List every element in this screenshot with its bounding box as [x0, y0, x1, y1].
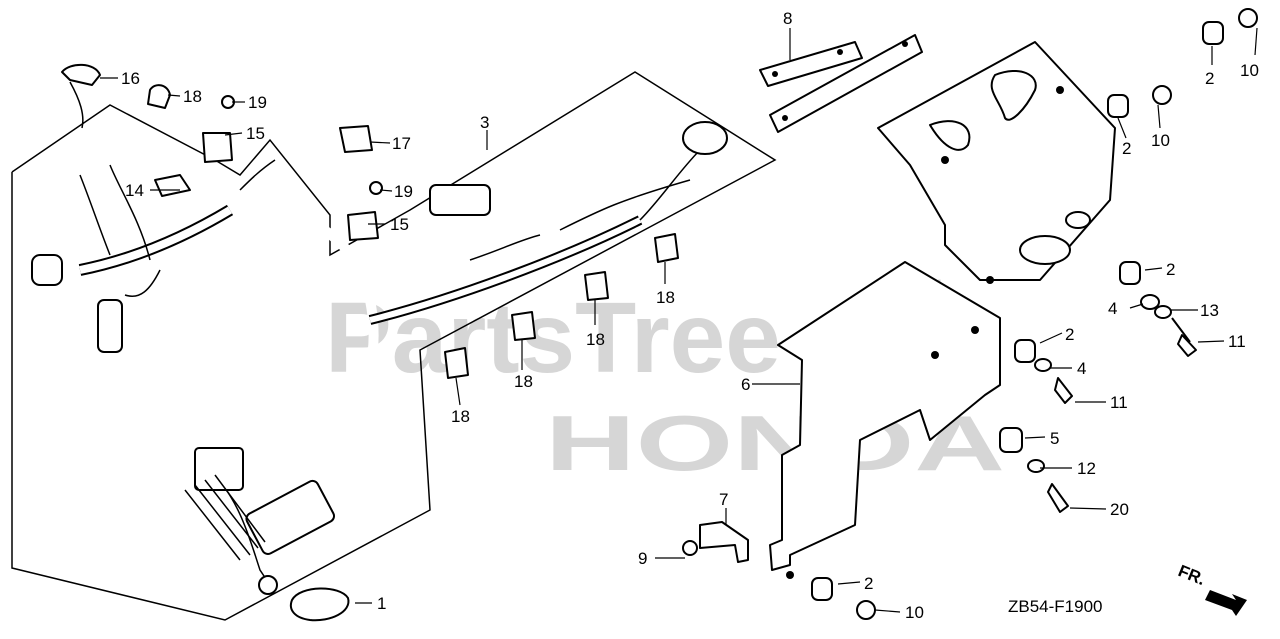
callout-4: 4: [1077, 359, 1086, 378]
callout-13: 13: [1200, 301, 1219, 320]
harness-connector: [429, 184, 491, 216]
callout-14: 14: [125, 181, 144, 200]
flange-bolt: [856, 600, 876, 620]
callout-17: 17: [392, 134, 411, 153]
callout-20: 20: [1110, 500, 1129, 519]
wire-sleeve: [245, 479, 336, 555]
clamp: [147, 84, 171, 109]
front-direction-arrow: [1205, 590, 1247, 616]
nut: [1027, 459, 1045, 473]
collar: [1034, 358, 1052, 372]
ring-terminal: [258, 575, 278, 595]
callout-15: 15: [246, 124, 265, 143]
cover-hole: [1065, 211, 1091, 229]
harness-clip: [339, 125, 373, 153]
bolt: [1054, 377, 1073, 404]
callout-4: 4: [1108, 299, 1117, 318]
callout-18: 18: [656, 288, 675, 307]
flange-bolt: [1152, 85, 1172, 105]
callout-6: 6: [741, 375, 750, 394]
support-bracket: [699, 521, 749, 563]
wire-clip: [511, 311, 536, 341]
bolt: [1047, 483, 1069, 513]
callout-15: 15: [390, 215, 409, 234]
harness-group-outline: [11, 71, 777, 621]
wire-clip: [584, 271, 609, 301]
callout-11: 11: [1110, 393, 1128, 412]
callout-11: 11: [1228, 332, 1246, 351]
callout-5: 5: [1050, 429, 1059, 448]
rubber-grommet: [1014, 339, 1036, 363]
callout-2: 2: [1122, 139, 1131, 158]
callout-2: 2: [1065, 325, 1074, 344]
wire-clip: [654, 233, 679, 263]
callout-18: 18: [514, 372, 533, 391]
flange-bolt: [1238, 8, 1258, 28]
callout-2: 2: [1205, 69, 1214, 88]
callout-10: 10: [905, 603, 924, 622]
callout-18: 18: [586, 330, 605, 349]
rubber-grommet: [1119, 261, 1141, 285]
front-direction-label: FR.: [1176, 561, 1209, 589]
leader-lines: [100, 27, 1258, 613]
callout-1: 1: [377, 594, 386, 613]
upper-cover: [877, 41, 1116, 281]
wire-harness: [31, 121, 728, 595]
lower-cover: [769, 261, 1001, 571]
callout-8: 8: [783, 9, 792, 28]
rubber-grommet: [1202, 21, 1224, 45]
callout-19: 19: [248, 93, 267, 112]
callout-18: 18: [183, 87, 202, 106]
wire-clip: [444, 347, 469, 379]
callout-12: 12: [1077, 459, 1096, 478]
cover-grip: [990, 70, 1037, 121]
collar: [1140, 294, 1160, 310]
callout-16: 16: [121, 69, 140, 88]
callout-2: 2: [864, 574, 873, 593]
rubber-boot: [682, 121, 728, 155]
bolt: [1171, 317, 1197, 357]
washer: [1154, 305, 1172, 319]
wire-clip: [347, 211, 379, 241]
callout-9: 9: [638, 549, 647, 568]
cable-holder: [154, 174, 191, 197]
callout-10: 10: [1240, 61, 1259, 80]
flange-bolt: [682, 540, 698, 556]
rubber-grommet: [811, 577, 833, 601]
callout-2: 2: [1166, 260, 1175, 279]
callout-3: 3: [480, 113, 489, 132]
partstree-watermark: PartsTree: [325, 282, 781, 394]
connector-cap: [31, 254, 63, 286]
callout-19: 19: [394, 182, 413, 201]
wire-band: [61, 63, 101, 86]
bracket-plate: [759, 34, 923, 133]
block-connector: [194, 447, 244, 491]
callout-10: 10: [1151, 131, 1170, 150]
rubber-grommet: [1107, 94, 1129, 118]
callout-18: 18: [451, 407, 470, 426]
rubber-grommet: [999, 427, 1023, 453]
wire-clip: [202, 132, 233, 163]
cover-hole: [1019, 235, 1071, 265]
grommet: [290, 587, 350, 622]
screw: [369, 181, 383, 195]
connector-plug: [97, 299, 123, 353]
cover-grip: [929, 120, 971, 151]
callout-labels: 1 2 2 2 2 2 3 4 4 5 6 7 8 9 10 10 10 11 …: [121, 9, 1259, 622]
callout-7: 7: [719, 490, 728, 509]
hardware-set: [682, 8, 1258, 620]
diagram-code: ZB54-F1900: [1008, 597, 1103, 616]
